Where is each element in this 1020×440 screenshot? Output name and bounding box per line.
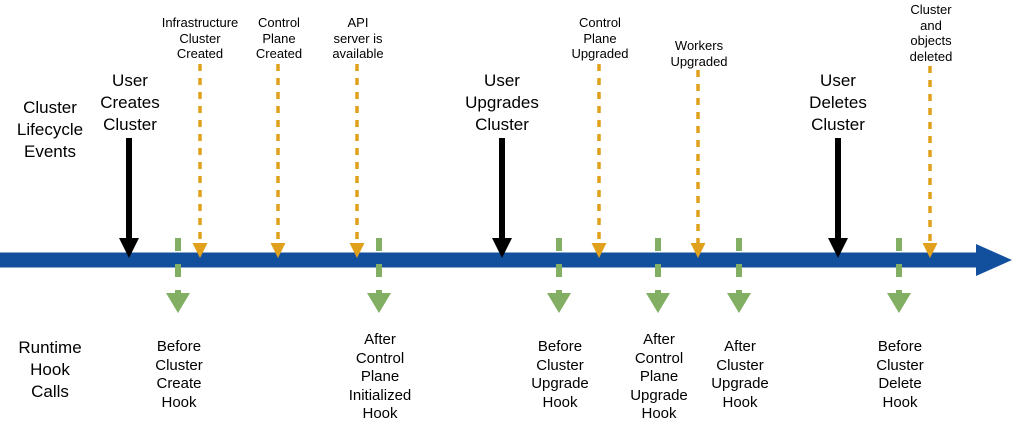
event-label-user-upgrades-cluster: User Upgrades Cluster bbox=[465, 71, 539, 134]
event-label-infrastructure-cluster-created: Infrastructure Cluster Created bbox=[161, 15, 239, 61]
hook-label-before-cluster-delete-hook: Before Cluster Delete Hook bbox=[876, 338, 924, 411]
arrow-after-control-plane-upgrade-hook-head-icon bbox=[646, 293, 670, 313]
hook-label-before-cluster-upgrade-hook: Before Cluster Upgrade Hook bbox=[531, 338, 589, 411]
event-label-workers-upgraded: Workers Upgraded bbox=[670, 38, 728, 69]
row-label-runtime-hook-calls: Runtime Hook Calls bbox=[18, 338, 82, 401]
arrow-after-cluster-upgrade-hook-head-icon bbox=[727, 293, 751, 313]
arrow-user-creates-cluster-head-icon bbox=[119, 238, 139, 258]
arrow-infrastructure-cluster-created-head-icon bbox=[192, 243, 208, 258]
row-label-cluster-lifecycle-events: Cluster Lifecycle Events bbox=[16, 98, 84, 161]
arrow-after-control-plane-initialized-hook-head-icon bbox=[367, 293, 391, 313]
event-label-control-plane-created: Control Plane Created bbox=[255, 15, 303, 61]
arrow-cluster-and-objects-deleted-head-icon bbox=[922, 243, 938, 258]
timeline-axis bbox=[0, 244, 1012, 276]
event-label-user-deletes-cluster: User Deletes Cluster bbox=[809, 71, 867, 134]
event-label-api-server-is-available: API server is available bbox=[332, 15, 384, 61]
arrow-user-upgrades-cluster-shaft bbox=[499, 138, 505, 238]
arrow-before-cluster-upgrade-hook-head-icon bbox=[547, 293, 571, 313]
arrow-control-plane-upgraded-head-icon bbox=[591, 243, 607, 258]
arrow-api-server-is-available-head-icon bbox=[349, 243, 365, 258]
arrow-user-creates-cluster-shaft bbox=[126, 138, 132, 238]
arrow-before-cluster-delete-hook-head-icon bbox=[887, 293, 911, 313]
arrow-user-deletes-cluster-shaft bbox=[835, 138, 841, 238]
arrow-user-deletes-cluster-head-icon bbox=[828, 238, 848, 258]
hook-label-after-control-plane-initialized-hook: After Control Plane Initialized Hook bbox=[348, 331, 412, 422]
arrow-user-upgrades-cluster-head-icon bbox=[492, 238, 512, 258]
arrow-control-plane-created-head-icon bbox=[270, 243, 286, 258]
timeline-arrowhead-icon bbox=[976, 244, 1012, 276]
hook-label-after-control-plane-upgrade-hook: After Control Plane Upgrade Hook bbox=[630, 331, 688, 422]
hook-call-arrows bbox=[166, 238, 911, 313]
event-label-cluster-and-objects-deleted: Cluster and objects deleted bbox=[909, 2, 953, 64]
system-event-arrows bbox=[192, 64, 938, 258]
event-label-control-plane-upgraded: Control Plane Upgraded bbox=[571, 15, 629, 61]
timeline-bar bbox=[0, 252, 976, 268]
user-event-arrows bbox=[119, 138, 848, 258]
arrow-before-cluster-create-hook-head-icon bbox=[166, 293, 190, 313]
arrow-workers-upgraded-head-icon bbox=[690, 243, 706, 258]
hook-label-before-cluster-create-hook: Before Cluster Create Hook bbox=[155, 338, 203, 411]
hook-label-after-cluster-upgrade-hook: After Cluster Upgrade Hook bbox=[711, 338, 769, 411]
event-label-user-creates-cluster: User Creates Cluster bbox=[100, 71, 160, 134]
